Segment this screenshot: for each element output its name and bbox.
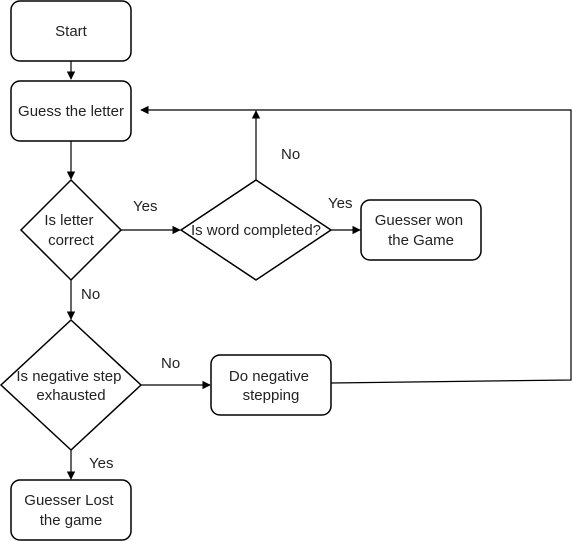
node-start-label: Start bbox=[55, 23, 88, 40]
edges bbox=[66, 61, 572, 480]
edge-labels: Yes No Yes No No Yes bbox=[81, 146, 352, 472]
edge-label-letter-correct-yes: Yes bbox=[133, 198, 157, 215]
node-guesser-lost-label: Guesser Lost the game bbox=[24, 492, 117, 529]
node-do-negative-stepping: Do negative stepping bbox=[210, 354, 332, 416]
node-guesser-won-label: Guesser won the Game bbox=[375, 212, 468, 249]
edge-label-word-completed-yes: Yes bbox=[328, 195, 352, 212]
edge-do-negative-loop-back bbox=[140, 105, 572, 384]
decision-negative-exhausted: Is negative step exhausted bbox=[0, 318, 143, 452]
node-guess-letter: Guess the letter bbox=[10, 80, 132, 142]
node-guesser-lost: Guesser Lost the game bbox=[10, 479, 132, 541]
edge-label-letter-correct-no: No bbox=[81, 286, 100, 303]
decision-letter-correct-label: Is letter correct bbox=[44, 212, 97, 249]
decision-negative-exhausted-label: Is negative step exhausted bbox=[16, 368, 125, 404]
decision-word-completed-label: Is word completed? bbox=[191, 222, 321, 239]
node-start: Start bbox=[10, 0, 132, 62]
decision-letter-correct: Is letter correct bbox=[19, 178, 123, 282]
node-guesser-won: Guesser won the Game bbox=[360, 199, 482, 261]
edge-label-word-completed-no: No bbox=[281, 146, 300, 163]
edge-label-negative-exhausted-no: No bbox=[161, 355, 180, 372]
node-do-negative-stepping-label: Do negative stepping bbox=[229, 368, 313, 404]
node-guess-letter-label: Guess the letter bbox=[18, 103, 124, 120]
decision-word-completed: Is word completed? bbox=[179, 179, 333, 281]
edge-label-negative-exhausted-yes: Yes bbox=[89, 455, 113, 472]
